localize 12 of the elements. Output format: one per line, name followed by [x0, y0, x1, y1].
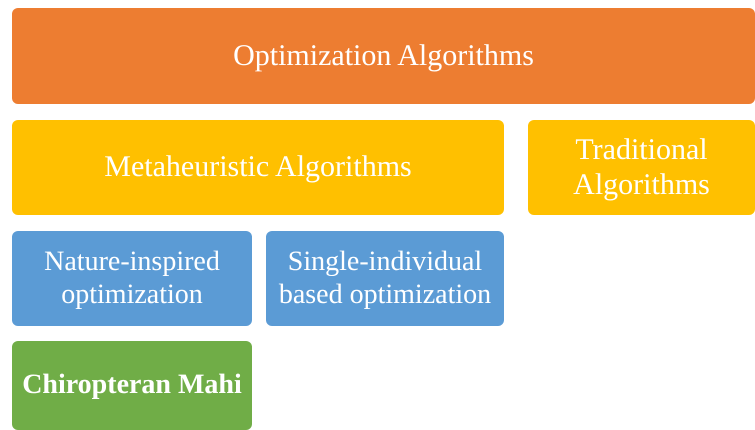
- tile-label: Single-individual based optimization: [278, 246, 492, 311]
- tile-label: Metaheuristic Algorithms: [104, 150, 412, 185]
- tile-label: Optimization Algorithms: [233, 38, 534, 74]
- category-tile: [12, 231, 252, 326]
- category-tile: [12, 8, 755, 104]
- tile-label: Chiropteran Mahi: [22, 369, 242, 402]
- tile-label: Nature-inspired optimization: [43, 246, 221, 311]
- category-tile: [12, 120, 504, 215]
- tile-label: Traditional Algorithms: [572, 133, 711, 202]
- method-tile: [12, 341, 252, 430]
- category-tile: [528, 120, 755, 215]
- category-tile: [266, 231, 504, 326]
